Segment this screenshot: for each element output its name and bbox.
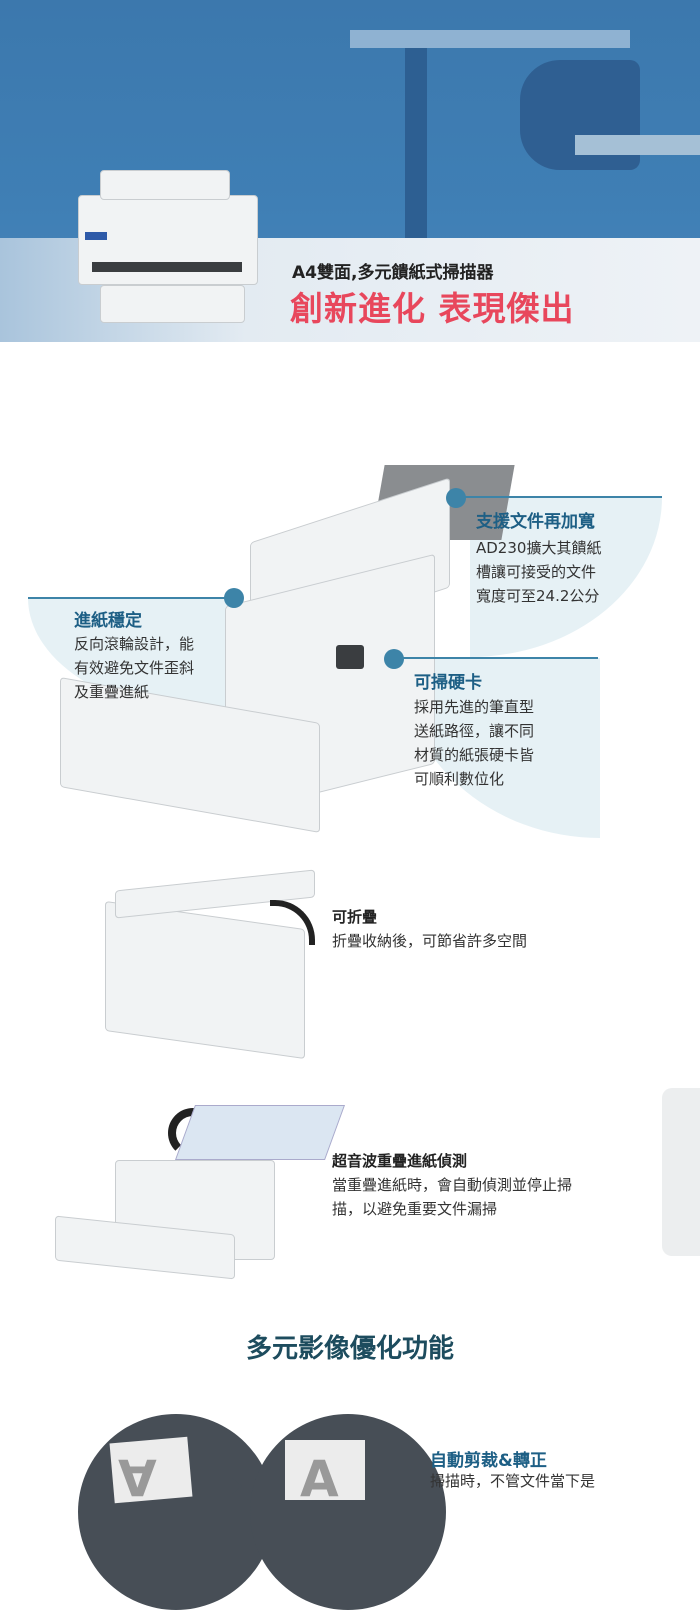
corrected-letter: A: [300, 1450, 339, 1508]
chair-illustration: [575, 135, 700, 155]
feature-title: 進紙穩定: [74, 611, 142, 631]
text-line: 送紙路徑，讓不同: [414, 722, 535, 740]
text-line: 有效避免文件歪斜: [74, 659, 195, 677]
text-line: AD230擴大其饋紙: [476, 539, 602, 557]
side-tab[interactable]: [662, 1088, 700, 1256]
callout-line: [28, 597, 234, 599]
callout-dot: [384, 649, 404, 669]
text-line: 描，以避免重要文件漏掃: [332, 1200, 498, 1218]
callout-dot: [446, 488, 466, 508]
control-panel: [336, 645, 364, 669]
corrected-page: [285, 1440, 365, 1500]
autocrop-title: 自動剪裁&轉正: [430, 1451, 547, 1471]
feature-text: 採用先進的筆直型 送紙路徑，讓不同 材質的紙張硬卡皆 可順利數位化: [414, 695, 534, 791]
text-line: 當重疊進紙時，會自動偵測並停止掃: [332, 1176, 573, 1194]
skewed-letter: A: [118, 1448, 157, 1506]
feature-title: 支援文件再加寬: [476, 512, 595, 532]
text-line: 可順利數位化: [414, 770, 505, 788]
callout-line: [394, 657, 598, 659]
desk-leg: [405, 48, 427, 248]
text-line: 材質的紙張硬卡皆: [414, 746, 535, 764]
feature-text: AD230擴大其饋紙 槽讓可接受的文件 寬度可至24.2公分: [476, 536, 601, 608]
desk-illustration: [350, 30, 630, 48]
ultrasonic-title: 超音波重疊進紙偵測: [332, 1152, 468, 1170]
hero-banner: A4雙面,多元饋紙式掃描器 創新進化 表現傑出: [0, 0, 700, 342]
fold-arrow-icon: [270, 900, 315, 945]
document-image: [174, 1105, 346, 1160]
callout-dot: [224, 588, 244, 608]
banner-headline: 創新進化 表現傑出: [290, 289, 575, 328]
scanner-logo: [85, 232, 107, 240]
scanner-slot: [92, 262, 242, 272]
callout-line: [456, 496, 662, 498]
feature-title: 可掃硬卡: [414, 673, 482, 693]
banner-subtitle: A4雙面,多元饋紙式掃描器: [292, 263, 494, 283]
section-title: 多元影像優化功能: [245, 1334, 454, 1364]
text-line: 槽讓可接受的文件: [476, 563, 597, 581]
foldable-title: 可折疊: [332, 908, 378, 926]
text-line: 反向滾輪設計，能: [74, 635, 195, 653]
text-line: 及重疊進紙: [74, 683, 150, 701]
autocrop-text: 掃描時，不管文件當下是: [430, 1472, 596, 1490]
feature-text: 反向滾輪設計，能 有效避免文件歪斜 及重疊進紙: [74, 632, 194, 704]
foldable-text: 折疊收納後，可節省許多空間: [332, 932, 528, 950]
ultrasonic-text: 當重疊進紙時，會自動偵測並停止掃 描，以避免重要文件漏掃: [332, 1173, 572, 1221]
text-line: 採用先進的筆直型: [414, 698, 535, 716]
scanner-tray: [100, 170, 230, 200]
text-line: 寬度可至24.2公分: [476, 587, 600, 605]
output-tray: [100, 285, 245, 323]
arrow-icon: [232, 1478, 242, 1494]
